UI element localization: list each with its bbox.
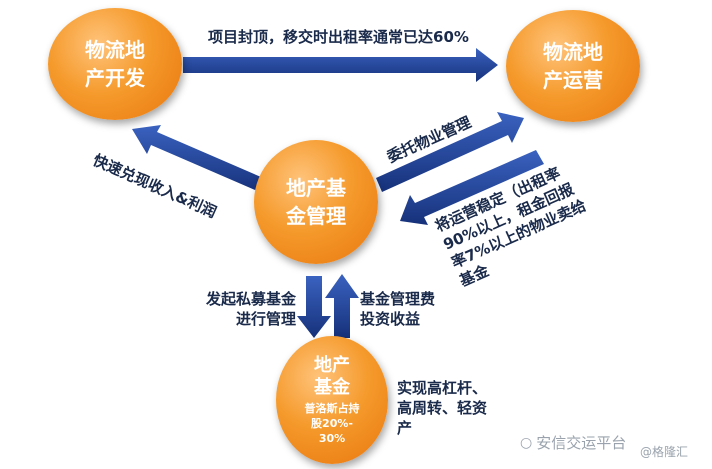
label-leverage: 实现高杠杆、 高周转、轻资 产 xyxy=(397,378,487,438)
label-leverage-line1: 实现高杠杆、 xyxy=(397,379,488,397)
arrow-operation-to-fund xyxy=(400,150,544,225)
node-fund-management-line1: 地产基 xyxy=(286,176,346,200)
label-launch-fund-line2: 进行管理 xyxy=(235,310,296,328)
arrow-fund-to-development xyxy=(132,125,268,193)
node-operation-line1: 物流地 xyxy=(543,40,603,64)
label-fund-fee: 基金管理费 投资收益 xyxy=(360,289,435,329)
label-leverage-line2: 高周转、轻资 xyxy=(397,399,488,417)
node-fund-management: 地产基 金管理 xyxy=(254,140,378,264)
chat-bubble-icon: ○ xyxy=(520,434,533,451)
node-development-line2: 产开发 xyxy=(85,66,145,90)
label-launch-fund: 发起私募基金 进行管理 xyxy=(188,289,296,329)
node-operation-line2: 产运营 xyxy=(543,68,603,92)
watermark-platform-text: 安信交运平台 xyxy=(536,434,627,452)
arrow-fund-to-realestate xyxy=(297,276,331,338)
node-real-estate-fund-share-line2: 股20%- xyxy=(311,416,353,430)
node-real-estate-fund: 地产 基金 普洛斯占持 股20%- 30% xyxy=(276,336,388,464)
label-leverage-line3: 产 xyxy=(397,419,413,437)
watermark-platform: ○ 安信交运平台 xyxy=(520,432,626,453)
watermark-author: @格隆汇 xyxy=(640,443,688,460)
node-real-estate-fund-line2: 基金 xyxy=(314,376,350,398)
arrow-fund-to-operation xyxy=(376,112,524,192)
label-launch-fund-line1: 发起私募基金 xyxy=(205,290,296,308)
node-operation: 物流地 产运营 xyxy=(506,10,640,122)
node-fund-management-line2: 金管理 xyxy=(286,204,346,228)
label-top-arrow: 项目封顶，移交时出租率通常已达60% xyxy=(208,28,469,46)
node-real-estate-fund-line1: 地产 xyxy=(314,354,350,376)
node-development: 物流地 产开发 xyxy=(48,8,182,120)
label-fund-fee-line2: 投资收益 xyxy=(360,310,421,328)
arrow-dev-to-operation xyxy=(183,48,498,82)
node-real-estate-fund-share-line1: 普洛斯占持 xyxy=(304,401,360,415)
label-fund-fee-line1: 基金管理费 xyxy=(360,290,436,308)
watermark-author-text: @格隆汇 xyxy=(640,445,689,459)
node-development-line1: 物流地 xyxy=(85,38,145,62)
node-real-estate-fund-share-line3: 30% xyxy=(318,431,346,445)
arrow-realestate-to-fund xyxy=(325,274,359,338)
